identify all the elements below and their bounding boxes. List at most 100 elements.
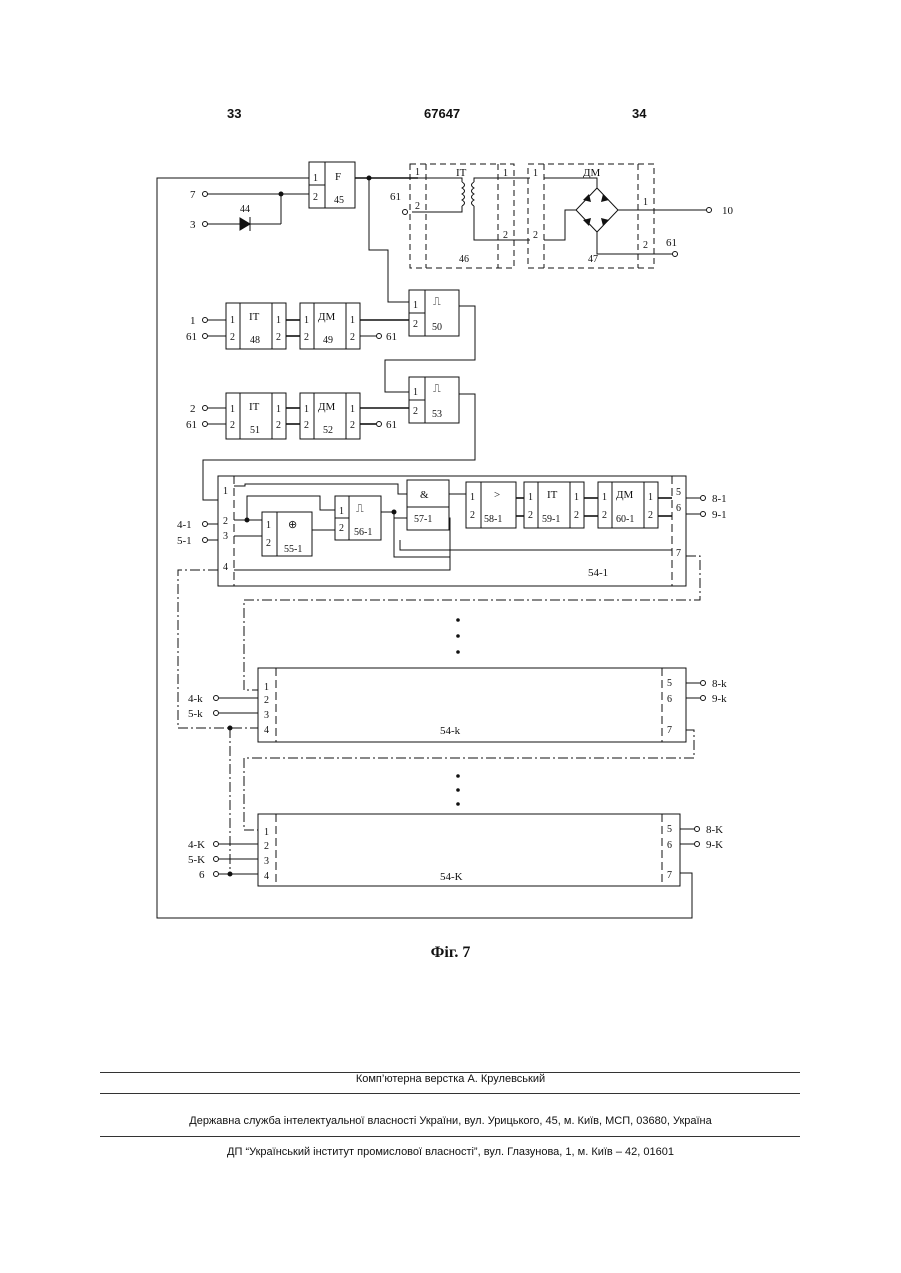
block-53: 1 2 ⎍ 53 bbox=[409, 377, 459, 423]
terminal-1 bbox=[203, 318, 208, 323]
terminal-5-1-label: 5-1 bbox=[177, 535, 192, 547]
svg-text:1: 1 bbox=[339, 506, 344, 517]
svg-text:2: 2 bbox=[503, 230, 508, 241]
block-47-symbol: ДМ bbox=[583, 167, 601, 179]
svg-text:1: 1 bbox=[276, 315, 281, 326]
terminal-4-1-label: 4-1 bbox=[177, 519, 192, 531]
svg-text:5: 5 bbox=[667, 824, 672, 835]
block-59-1-symbol: IT bbox=[547, 489, 558, 501]
svg-text:5: 5 bbox=[676, 487, 681, 498]
block-51-symbol: IT bbox=[249, 401, 260, 413]
svg-text:7: 7 bbox=[667, 725, 672, 736]
block-55-1-label: 55-1 bbox=[284, 544, 302, 555]
svg-text:3: 3 bbox=[264, 710, 269, 721]
terminal-61-e-label: 61 bbox=[186, 419, 197, 431]
terminal-5-K-label: 5-K bbox=[188, 854, 205, 866]
block-54-1: 1 2 3 4 5 6 7 54-1 1 2 ⊕ 55-1 1 2 ⎍ 56-1 bbox=[218, 476, 686, 586]
block-49-symbol: ДМ bbox=[318, 311, 336, 323]
footer-rule-3 bbox=[100, 1136, 800, 1137]
block-57-1-symbol: & bbox=[420, 489, 429, 501]
block-45-symbol: F bbox=[335, 171, 341, 183]
block-48: 1 2 1 2 IT 48 bbox=[226, 303, 286, 349]
svg-text:1: 1 bbox=[533, 168, 538, 179]
svg-text:2: 2 bbox=[602, 510, 607, 521]
terminal-10 bbox=[707, 208, 712, 213]
svg-text:1: 1 bbox=[350, 315, 355, 326]
terminal-5-k-label: 5-k bbox=[188, 708, 203, 720]
svg-text:1: 1 bbox=[223, 486, 228, 497]
svg-text:2: 2 bbox=[223, 516, 228, 527]
terminal-3 bbox=[203, 222, 208, 227]
block-60-1-label: 60-1 bbox=[616, 514, 634, 525]
block-46: IT 46 1 2 1 2 bbox=[410, 164, 530, 268]
svg-text:5: 5 bbox=[667, 678, 672, 689]
svg-text:2: 2 bbox=[415, 201, 420, 212]
block-58-1-symbol: > bbox=[494, 489, 500, 501]
terminal-9-1 bbox=[701, 512, 706, 517]
svg-text:1: 1 bbox=[276, 404, 281, 415]
block-52-label: 52 bbox=[323, 425, 333, 436]
svg-text:1: 1 bbox=[230, 315, 235, 326]
terminal-8-k-label: 8-k bbox=[712, 678, 727, 690]
svg-text:4: 4 bbox=[223, 562, 228, 573]
terminal-2-label: 2 bbox=[190, 403, 196, 415]
svg-text:4: 4 bbox=[264, 725, 269, 736]
terminal-5-K bbox=[214, 857, 219, 862]
svg-text:2: 2 bbox=[304, 420, 309, 431]
block-54-K-label: 54-K bbox=[440, 871, 463, 883]
block-50-label: 50 bbox=[432, 322, 442, 333]
block-56-1-symbol: ⎍ bbox=[356, 503, 364, 515]
terminal-8-1-label: 8-1 bbox=[712, 493, 727, 505]
block-56-1-label: 56-1 bbox=[354, 527, 372, 538]
terminal-6-label: 6 bbox=[199, 869, 205, 881]
svg-text:2: 2 bbox=[264, 841, 269, 852]
footer-rule-2 bbox=[100, 1093, 800, 1094]
terminal-61-b-label: 61 bbox=[666, 237, 677, 249]
svg-text:2: 2 bbox=[313, 192, 318, 203]
terminal-4-k bbox=[214, 696, 219, 701]
block-49-label: 49 bbox=[323, 335, 333, 346]
terminal-61-c-label: 61 bbox=[186, 331, 197, 343]
feedback-loop-wire bbox=[157, 178, 692, 918]
terminal-2 bbox=[203, 406, 208, 411]
svg-text:1: 1 bbox=[528, 492, 533, 503]
svg-text:1: 1 bbox=[230, 404, 235, 415]
terminal-61-f bbox=[377, 422, 382, 427]
svg-text:44: 44 bbox=[240, 204, 250, 215]
terminal-7 bbox=[203, 192, 208, 197]
svg-text:2: 2 bbox=[350, 420, 355, 431]
svg-text:1: 1 bbox=[503, 168, 508, 179]
terminal-61-d bbox=[377, 334, 382, 339]
block-49: 1 2 1 2 ДМ 49 bbox=[300, 303, 360, 349]
terminal-10-label: 10 bbox=[722, 205, 734, 217]
svg-text:1: 1 bbox=[413, 300, 418, 311]
block-46-symbol: IT bbox=[456, 167, 467, 179]
svg-text:4: 4 bbox=[264, 871, 269, 882]
block-46-label: 46 bbox=[459, 254, 469, 265]
svg-text:2: 2 bbox=[413, 406, 418, 417]
svg-text:1: 1 bbox=[266, 520, 271, 531]
block-55-1-symbol: ⊕ bbox=[288, 519, 297, 531]
footer-layout-credit: Комп’ютерна верстка А. Крулевський bbox=[0, 1073, 901, 1085]
block-51: 1 2 1 2 IT 51 bbox=[226, 393, 286, 439]
terminal-61-a-label: 61 bbox=[390, 191, 401, 203]
svg-text:1: 1 bbox=[648, 492, 653, 503]
terminal-4-k-label: 4-k bbox=[188, 693, 203, 705]
terminal-8-1 bbox=[701, 496, 706, 501]
svg-text:2: 2 bbox=[574, 510, 579, 521]
svg-text:2: 2 bbox=[230, 332, 235, 343]
block-52: 1 2 1 2 ДМ 52 bbox=[300, 393, 360, 439]
terminal-4-K-label: 4-K bbox=[188, 839, 205, 851]
block-50-symbol: ⎍ bbox=[433, 296, 441, 308]
block-47: ДМ 47 1 2 1 2 bbox=[528, 164, 672, 268]
block-54-k: 1 2 3 4 5 6 7 54-k bbox=[258, 668, 686, 742]
terminal-3-label: 3 bbox=[190, 219, 196, 231]
block-54-k-label: 54-k bbox=[440, 725, 461, 737]
svg-text:2: 2 bbox=[276, 420, 281, 431]
svg-text:2: 2 bbox=[266, 538, 271, 549]
svg-text:7: 7 bbox=[676, 548, 681, 559]
svg-text:6: 6 bbox=[667, 694, 672, 705]
block-57-1-label: 57-1 bbox=[414, 514, 432, 525]
terminal-7-label: 7 bbox=[190, 189, 196, 201]
svg-text:2: 2 bbox=[264, 695, 269, 706]
